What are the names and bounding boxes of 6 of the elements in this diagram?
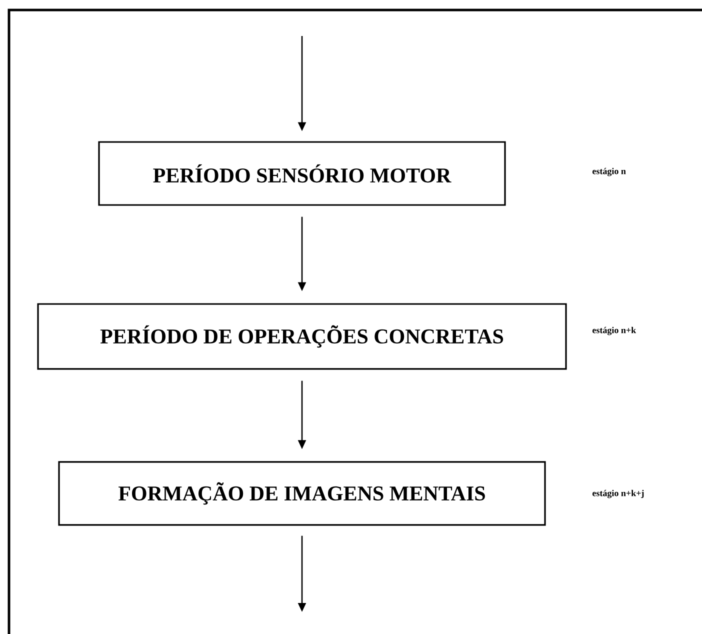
stage-box: PERÍODO DE OPERAÇÕES CONCRETAS	[37, 303, 567, 370]
stage-label: estágio n	[592, 168, 626, 176]
stage-label: estágio n+k	[592, 326, 636, 336]
stage-box: PERÍODO SENSÓRIO MOTOR	[98, 141, 506, 206]
stage-label: estágio n+k+j	[592, 490, 644, 498]
stage-box: FORMAÇÃO DE IMAGENS MENTAIS	[58, 461, 546, 526]
